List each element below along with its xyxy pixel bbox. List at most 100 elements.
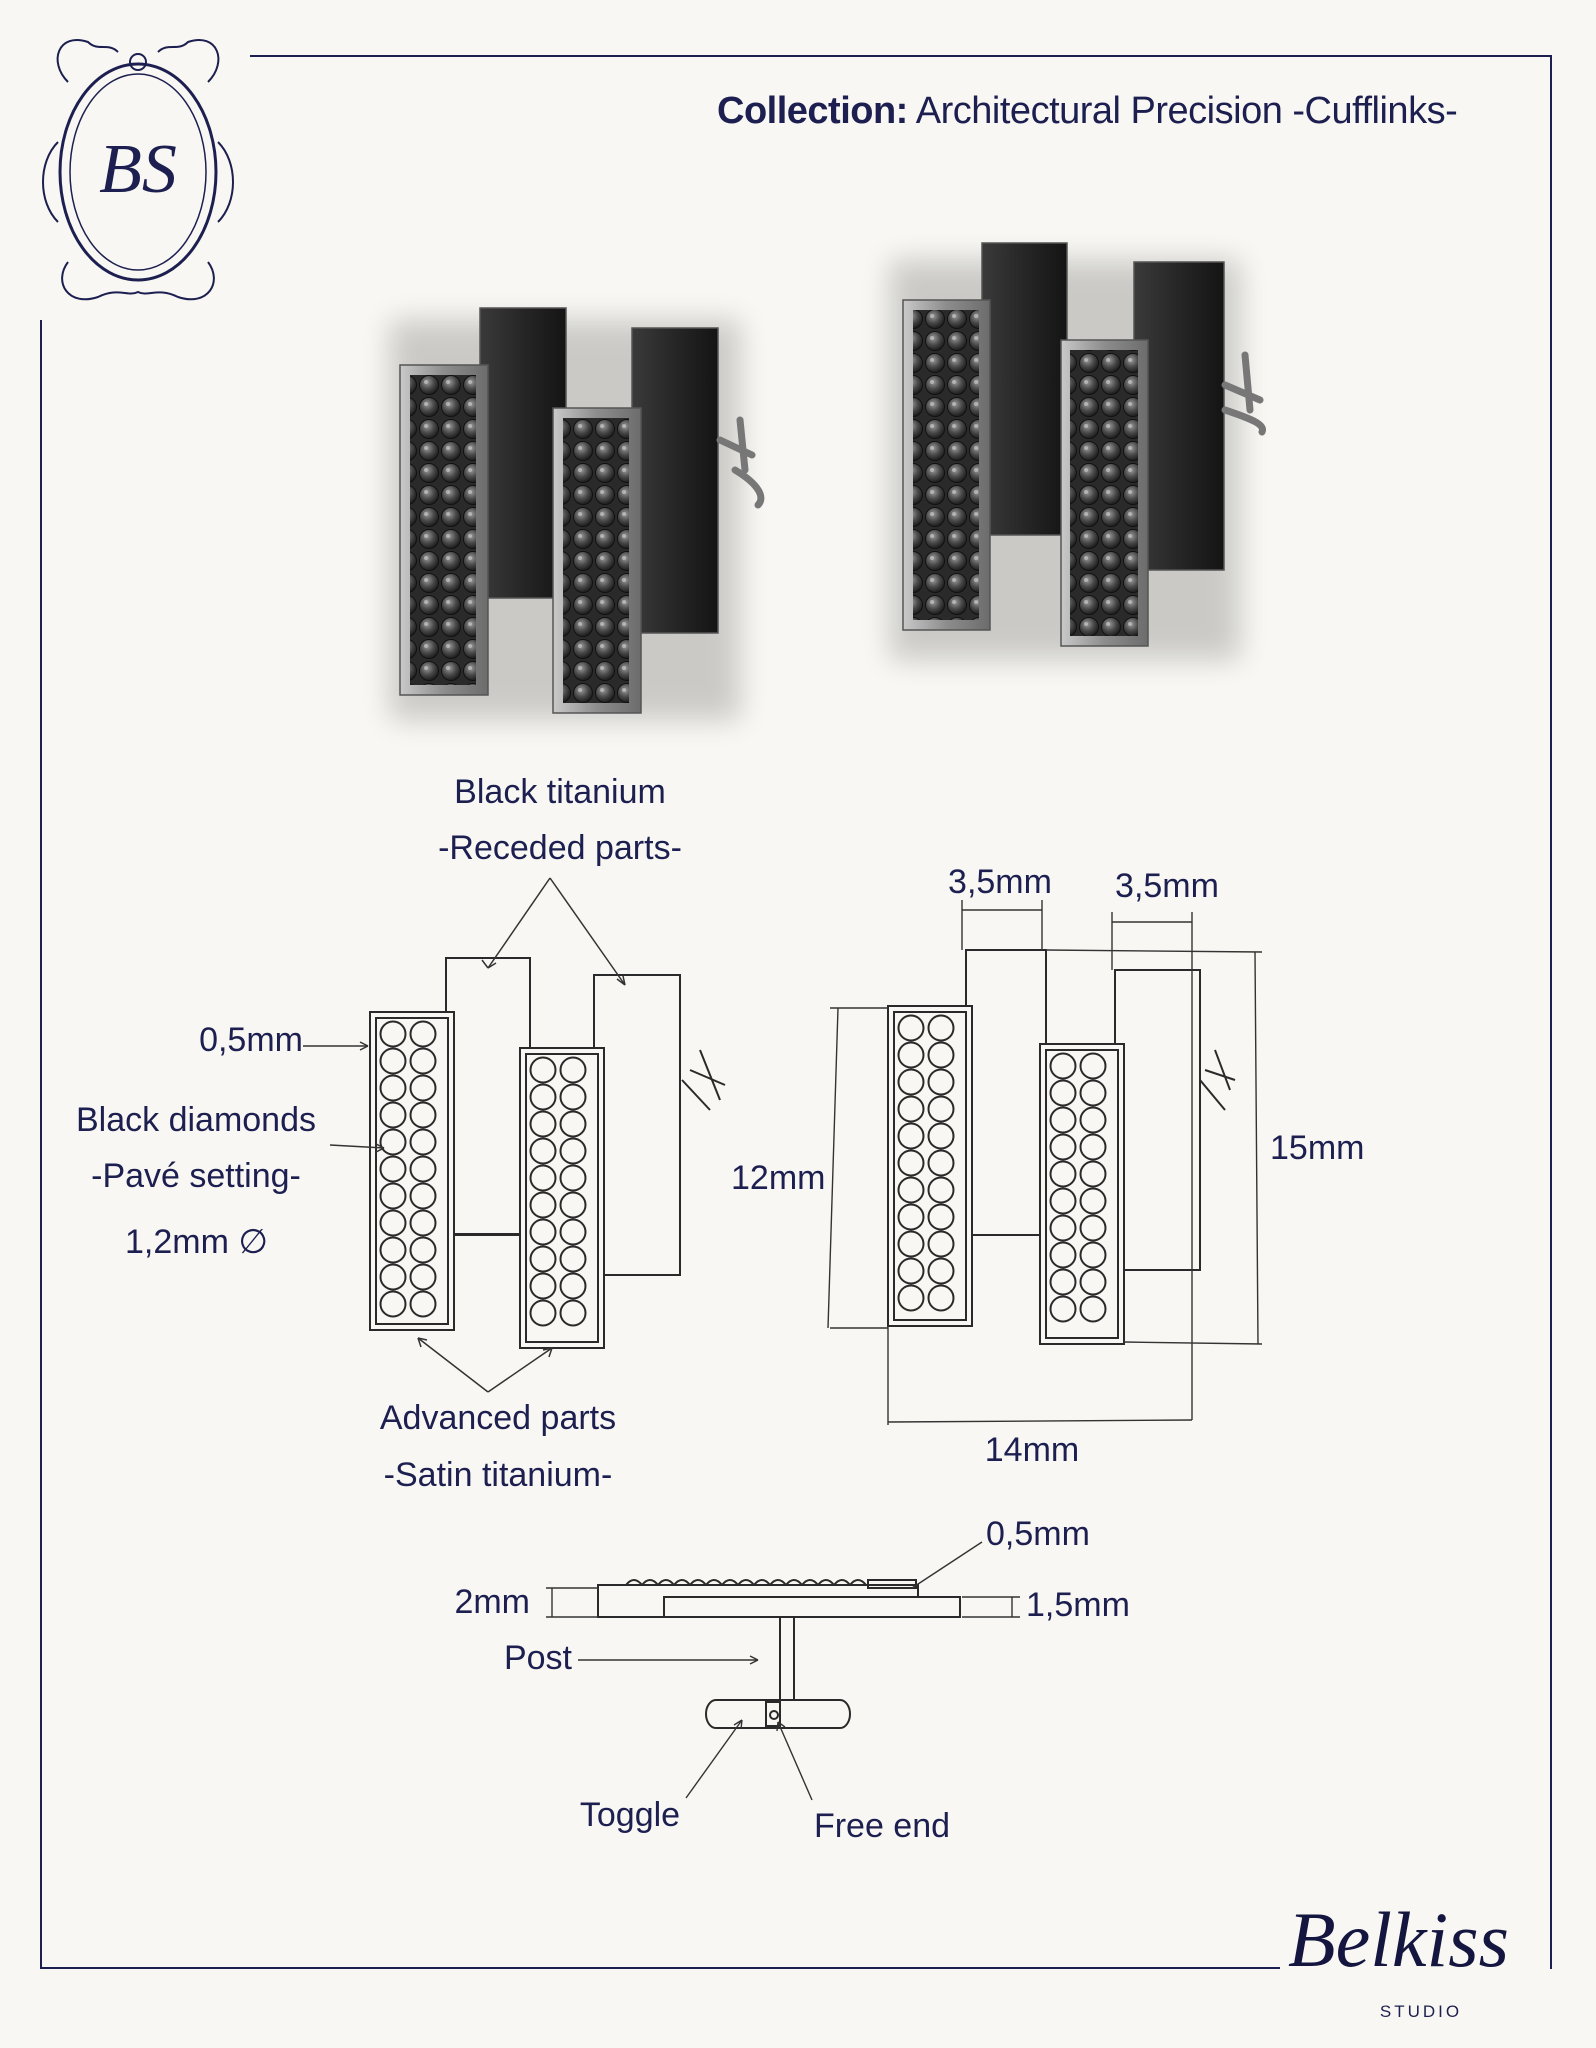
pave-stone: [409, 1182, 437, 1210]
pave-stone: [409, 1128, 437, 1156]
pave-stone: [897, 1041, 925, 1069]
pave-stone: [559, 1299, 587, 1327]
pave-stone-profile: [625, 1579, 643, 1586]
dim-height-tall: 15mm: [1270, 1129, 1365, 1167]
pave-stone: [559, 1083, 587, 1111]
pave-stone: [1049, 1295, 1077, 1323]
dim-total-width: 14mm: [984, 1431, 1080, 1469]
dim-top-thickness: 0,5mm: [986, 1515, 1090, 1553]
pave-stone: [927, 1014, 955, 1042]
pave-stone-profile: [849, 1579, 867, 1586]
pave-stone: [1049, 1187, 1077, 1215]
label-advanced-parts: Advanced parts: [379, 1399, 617, 1437]
pave-stone: [927, 1203, 955, 1231]
rendered-cufflink-angled: [890, 242, 1266, 660]
pave-stone: [1079, 1106, 1107, 1134]
dim-base-thickness: 1,5mm: [1026, 1586, 1130, 1624]
pave-stone: [559, 1245, 587, 1273]
pave-stone-profile: [641, 1579, 659, 1586]
pave-stone: [897, 1149, 925, 1177]
leader-lines-front: [303, 877, 626, 1393]
label-pave-setting: -Pavé setting-: [91, 1157, 301, 1195]
pave-stone: [1079, 1214, 1107, 1242]
pave-stone: [927, 1230, 955, 1258]
monogram-logo-icon: BS: [42, 39, 234, 301]
diameter-icon: ∅: [238, 1223, 268, 1261]
pave-stone: [1079, 1133, 1107, 1161]
stone-diameter-value: 1,2mm: [125, 1223, 229, 1261]
signature-background: [1280, 1895, 1550, 2025]
pave-stone: [409, 1209, 437, 1237]
pave-stone: [379, 1182, 407, 1210]
pave-stone: [1079, 1295, 1107, 1323]
pave-stone: [529, 1164, 557, 1192]
pave-stone-profile: [673, 1579, 691, 1586]
pave-stone: [559, 1218, 587, 1246]
pave-stone: [379, 1290, 407, 1318]
pave-stone: [529, 1110, 557, 1138]
pave-stone: [529, 1191, 557, 1219]
pave-stone: [559, 1272, 587, 1300]
pave-stone: [1049, 1052, 1077, 1080]
label-free-end: Free end: [813, 1807, 951, 1845]
pave-stone-profile: [833, 1579, 851, 1586]
pave-circles: [897, 1014, 1107, 1323]
pave-stone: [379, 1155, 407, 1183]
pave-stone: [379, 1074, 407, 1102]
label-stone-diameter: 1,2mm ∅: [125, 1222, 268, 1262]
pave-stone: [529, 1245, 557, 1273]
pave-stone-profile: [737, 1579, 755, 1586]
pave-stone: [927, 1284, 955, 1312]
pave-stone: [529, 1218, 557, 1246]
pave-stone: [897, 1257, 925, 1285]
pave-stone: [927, 1041, 955, 1069]
pave-stone: [379, 1236, 407, 1264]
pave-stone: [897, 1095, 925, 1123]
pave-stone: [897, 1284, 925, 1312]
pave-stone: [1079, 1079, 1107, 1107]
label-post: Post: [503, 1639, 572, 1677]
label-satin-titanium: -Satin titanium-: [383, 1456, 613, 1494]
brand-studio: STUDIO: [1379, 2002, 1463, 2021]
pave-stone: [409, 1155, 437, 1183]
pave-stone: [897, 1122, 925, 1150]
pave-stone: [927, 1095, 955, 1123]
pave-stone: [379, 1020, 407, 1048]
pave-stone: [529, 1272, 557, 1300]
pave-stone: [379, 1209, 407, 1237]
pave-profile: [625, 1579, 867, 1586]
dim-width-right: 3,5mm: [1115, 867, 1219, 905]
pave-stone: [379, 1047, 407, 1075]
page-frame: [40, 55, 1552, 1969]
pave-stone-profile: [721, 1579, 739, 1586]
technical-drawing-front: [369, 957, 726, 1349]
pave-stone: [1079, 1268, 1107, 1296]
dimension-lines: [827, 900, 1263, 1425]
pave-stone: [1049, 1214, 1077, 1242]
pave-stone: [1049, 1160, 1077, 1188]
pave-stone: [529, 1299, 557, 1327]
pave-circles: [379, 1020, 587, 1327]
pave-stone: [1079, 1187, 1107, 1215]
pave-stone: [927, 1257, 955, 1285]
pave-stone: [379, 1263, 407, 1291]
pave-stone: [559, 1056, 587, 1084]
pave-stone-profile: [753, 1579, 771, 1586]
label-black-diamonds: Black diamonds: [75, 1101, 317, 1139]
dim-total-thickness: 2mm: [454, 1583, 530, 1621]
pave-stone: [409, 1020, 437, 1048]
label-toggle: Toggle: [579, 1796, 681, 1834]
pave-stone: [897, 1230, 925, 1258]
pave-stone: [529, 1056, 557, 1084]
side-dimension-lines: [546, 1541, 1020, 1801]
pave-stone: [409, 1290, 437, 1318]
pave-stone: [409, 1101, 437, 1129]
brand-signature: Belkiss: [1288, 1896, 1509, 1983]
pave-stone: [559, 1110, 587, 1138]
dim-height-short: 12mm: [731, 1159, 826, 1197]
technical-drawing-dimensioned: [887, 949, 1236, 1345]
pave-stone: [897, 1068, 925, 1096]
pave-stone: [409, 1236, 437, 1264]
pave-stone: [379, 1101, 407, 1129]
